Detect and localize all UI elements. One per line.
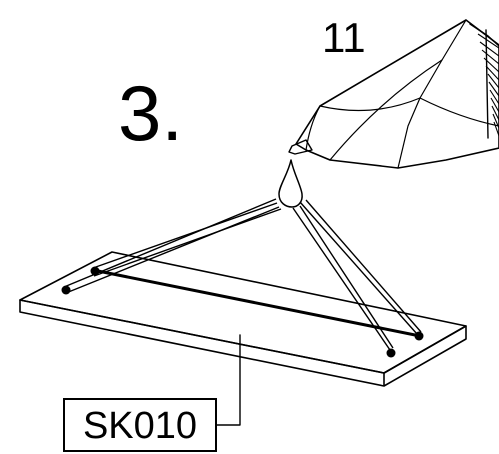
glue-count: 11 xyxy=(322,14,366,61)
glue-drop-icon xyxy=(278,159,303,208)
glue-tube-icon xyxy=(288,19,499,169)
glue-points xyxy=(61,266,424,358)
part-code: SK010 xyxy=(83,405,197,447)
part-label-box xyxy=(63,398,217,452)
step-number: 3. xyxy=(118,69,183,157)
part-leader-line xyxy=(216,334,241,426)
board-part xyxy=(19,251,467,387)
